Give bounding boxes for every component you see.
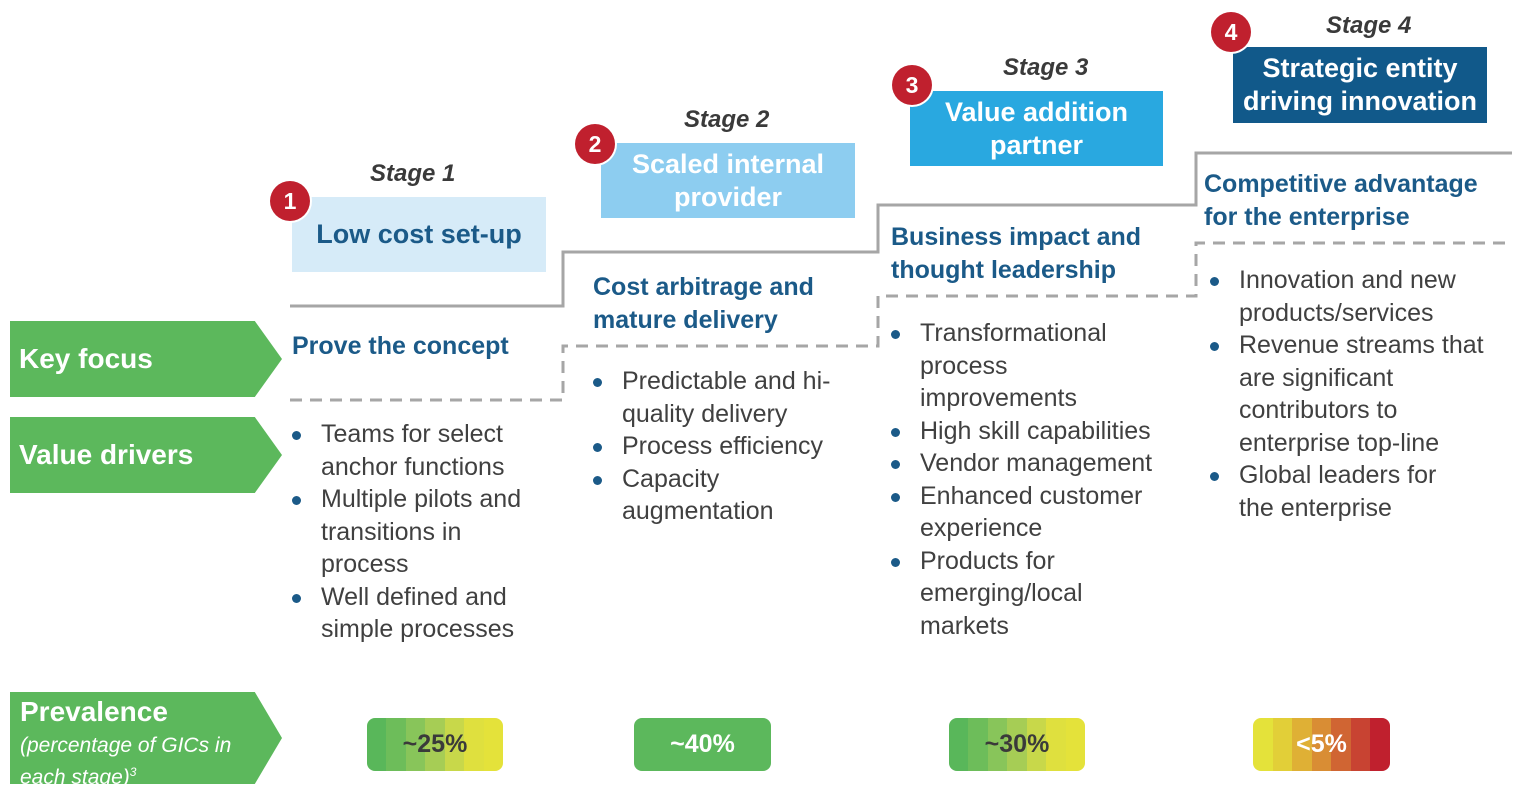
gauge-segment <box>1026 718 1047 771</box>
gauge-segment <box>1370 718 1390 771</box>
stage-1-prevalence-value: ~25% <box>402 730 468 758</box>
prevalence-sublabel-text: (percentage of GICs in each stage) <box>20 734 232 789</box>
stage-1-label: Stage 1 <box>370 160 456 187</box>
gauge-segment <box>1065 718 1085 771</box>
gauge-segment <box>405 718 426 771</box>
gauge-segment <box>949 718 969 771</box>
stage-2-prevalence-value: ~40% <box>670 730 735 758</box>
stage-4-prevalence-value: <5% <box>1296 730 1347 758</box>
driver-item: Process efficiency <box>593 430 858 463</box>
stage-1-title-box: Low cost set-up <box>292 197 546 272</box>
stage-3-label: Stage 3 <box>1003 54 1089 81</box>
stage-4-prevalence-gauge: <5% <box>1253 718 1390 771</box>
stage-2-prevalence-gauge: ~40% <box>634 718 771 771</box>
driver-item: Teams for select anchor functions <box>292 418 554 483</box>
stage-3-drivers: Transformational process improvements Hi… <box>891 317 1186 642</box>
gauge-segment <box>1292 718 1312 771</box>
stage-1-prevalence-gauge: ~25% <box>367 718 503 771</box>
gauge-segment <box>1350 718 1371 771</box>
value-drivers-arrow: Value drivers <box>10 417 282 493</box>
gauge-segment <box>444 718 465 771</box>
prevalence-label: Prevalence <box>20 696 168 727</box>
key-focus-label: Key focus <box>19 343 153 374</box>
gauge-segment <box>1331 718 1351 771</box>
stage-4-label: Stage 4 <box>1326 12 1412 39</box>
footnote-marker: 3 <box>129 765 137 779</box>
stage-2-badge: 2 <box>575 124 615 164</box>
stage-4-badge: 4 <box>1211 12 1251 52</box>
gauge-segment <box>1046 718 1066 771</box>
stage-4-drivers: Innovation and new products/services Rev… <box>1210 264 1500 524</box>
gauge-segment <box>1272 718 1293 771</box>
stage-3-prevalence-value: ~30% <box>984 730 1050 758</box>
stage-3-badge: 3 <box>892 65 932 105</box>
driver-item: Multiple pilots and transitions in proce… <box>292 483 554 581</box>
prevalence-arrow: Prevalence (percentage of GICs in each s… <box>10 692 282 784</box>
driver-item: Predictable and hi-quality delivery <box>593 365 858 430</box>
driver-item: Vendor management <box>891 447 1186 480</box>
gauge-segment <box>386 718 406 771</box>
stage-2-title: Scaled internal provider <box>631 148 825 212</box>
driver-item: Well defined and simple processes <box>292 581 554 646</box>
dashed-step-line <box>290 241 1512 402</box>
driver-item: Revenue streams that are significant con… <box>1210 329 1484 459</box>
gauge-segment <box>968 718 988 771</box>
stage-1-badge: 1 <box>270 181 310 221</box>
gauge-segment <box>483 718 503 771</box>
driver-item: High skill capabilities <box>891 415 1186 448</box>
stage-2-drivers: Predictable and hi-quality delivery Proc… <box>593 365 858 528</box>
stage-1-title: Low cost set-up <box>316 219 522 249</box>
gauge-segment <box>634 718 771 771</box>
stage-3-prevalence-gauge: ~30% <box>949 718 1085 771</box>
gauge-segment <box>367 718 387 771</box>
key-focus-arrow: Key focus <box>10 321 282 397</box>
gauge-segment <box>425 718 445 771</box>
value-drivers-label: Value drivers <box>19 439 194 470</box>
gauge-segment <box>464 718 484 771</box>
stage-3-focus: Business impact and thought leadership <box>891 223 1142 284</box>
stage-4-title: Strategic entity driving innovation <box>1243 53 1477 116</box>
stage-1-focus: Prove the concept <box>292 332 509 360</box>
driver-item: Innovation and new products/services <box>1210 264 1489 329</box>
driver-item: Transformational process improvements <box>891 317 1130 415</box>
stage-1-drivers: Teams for select anchor functions Multip… <box>292 418 554 646</box>
driver-item: Products for emerging/local markets <box>891 545 1110 643</box>
driver-item: Capacity augmentation <box>593 463 858 528</box>
gauge-segment <box>1007 718 1027 771</box>
prevalence-sublabel: (percentage of GICs in each stage)3 <box>20 732 260 789</box>
stage-2-title-box: Scaled internal provider <box>601 143 855 218</box>
stage-3-title-box: Value addition partner <box>910 91 1163 166</box>
solid-step-line <box>290 151 1512 308</box>
gauge-segment <box>1253 718 1273 771</box>
driver-item: Enhanced customer experience <box>891 480 1186 545</box>
stage-4-focus: Competitive advantage for the enterprise <box>1204 170 1478 231</box>
driver-item: Global leaders for the enterprise <box>1210 459 1469 524</box>
stage-2-label: Stage 2 <box>684 106 770 133</box>
gauge-segment <box>987 718 1008 771</box>
stage-2-focus: Cost arbitrage and mature delivery <box>593 273 814 334</box>
gauge-segment <box>1311 718 1332 771</box>
stage-3-title: Value addition partner <box>944 96 1129 160</box>
stage-4-title-box: Strategic entity driving innovation <box>1233 47 1487 123</box>
